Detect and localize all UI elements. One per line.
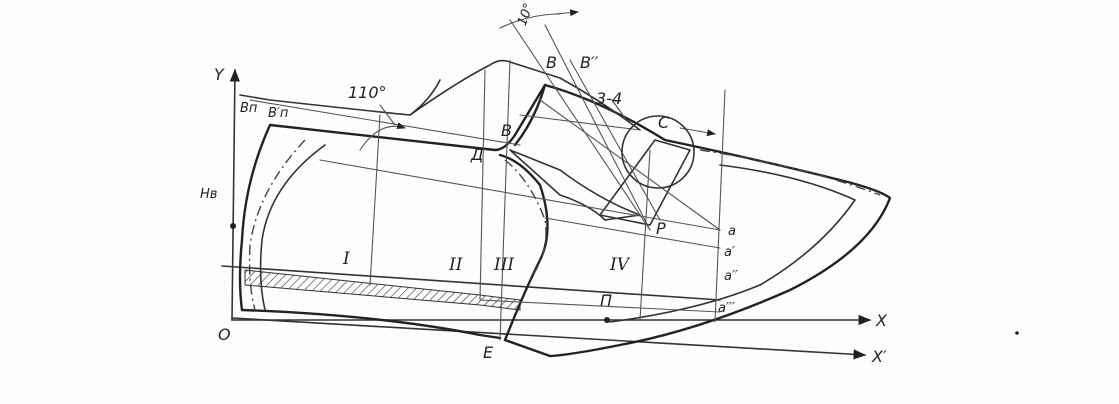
detail-circle — [621, 115, 695, 189]
section-line-2 — [479, 69, 486, 301]
axes — [229, 68, 872, 360]
heel-back — [238, 123, 272, 312]
x-prime-axis-line — [231, 317, 867, 360]
ray-2 — [544, 24, 651, 231]
arch-line — [239, 59, 641, 131]
shoe-outline — [238, 83, 892, 358]
ray-3 — [569, 59, 661, 221]
dim-34-leader — [611, 99, 626, 119]
label-zone-3: III — [493, 255, 514, 275]
hatched-strip — [244, 269, 521, 311]
label-dim-34: 3-4 — [596, 89, 622, 108]
labels: Y X X′ O Bп B′п Hв 110° 10° B B′′ B Д 3-… — [200, 1, 888, 366]
label-v-mid: B — [501, 121, 512, 140]
label-bn: Bп — [240, 101, 258, 116]
ray-a — [539, 99, 721, 231]
quarter-inner — [259, 144, 326, 311]
label-x: X — [875, 311, 888, 330]
label-zone-1: I — [342, 249, 350, 269]
label-v-top: B — [546, 53, 557, 72]
ray-c — [519, 114, 641, 131]
ray-a-long — [319, 159, 721, 231]
section-line-1 — [369, 114, 381, 286]
p-point — [604, 317, 610, 323]
sole-bottom — [240, 308, 502, 340]
y-axis-line — [229, 68, 240, 321]
toe-inner-curve — [609, 164, 856, 323]
label-origin: O — [218, 325, 231, 344]
label-zone-4: IV — [609, 255, 631, 275]
label-e: E — [483, 343, 494, 362]
label-x-prime: X′ — [871, 347, 887, 366]
label-a1: a′ — [724, 245, 735, 260]
angle-110-arc — [359, 122, 406, 151]
label-hb: Hв — [200, 187, 217, 202]
label-zone-2: II — [448, 255, 463, 275]
section-line-3 — [499, 59, 511, 341]
label-a2: a′′ — [724, 269, 738, 284]
label-angle-110: 110° — [348, 83, 387, 102]
vamp-throat — [513, 83, 547, 147]
ray-1 — [509, 19, 651, 231]
ray-a3 — [479, 299, 721, 313]
label-p-upper: P — [656, 219, 666, 238]
quarter-dash — [248, 139, 306, 311]
label-bn-prime: B′п — [268, 106, 289, 121]
label-a3: a′′′ — [718, 301, 735, 316]
label-a: a — [728, 224, 736, 239]
ray-top — [249, 99, 521, 146]
label-d: Д — [470, 145, 484, 164]
ray-a1 — [544, 217, 721, 249]
hb-point — [230, 223, 236, 229]
annotations — [230, 9, 1019, 335]
lace-panel — [599, 139, 691, 226]
stray-dot — [1015, 331, 1019, 335]
construction-rays — [249, 19, 721, 313]
section-line-5 — [714, 89, 726, 323]
label-p-lower: П — [600, 291, 612, 310]
toe-allowance — [699, 149, 881, 196]
arch-curve — [409, 79, 441, 116]
label-c: C — [658, 113, 670, 132]
tongue-arch — [239, 59, 641, 131]
label-y: Y — [214, 65, 225, 84]
angle-10-arrow — [554, 9, 579, 17]
vamp-outline — [503, 83, 892, 358]
angle-110-leader — [379, 104, 396, 126]
label-angle-10: 10° — [515, 1, 537, 28]
sole-ref-line — [221, 265, 721, 301]
vamp-front-edge — [498, 153, 549, 342]
upper-top-edge — [268, 83, 547, 152]
label-v-double: B′′ — [580, 53, 599, 72]
